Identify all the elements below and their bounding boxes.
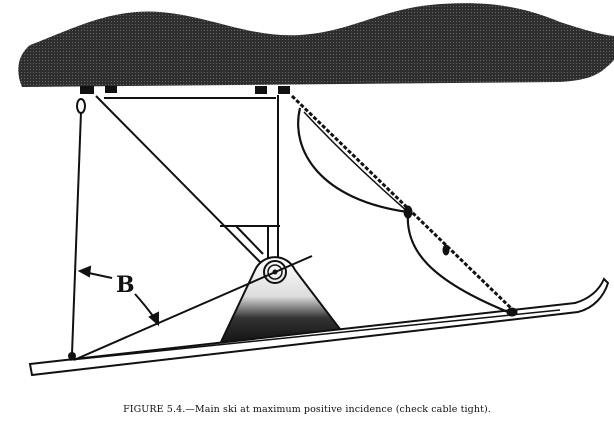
fuselage: [18, 3, 614, 87]
front-check-cable: [71, 111, 82, 355]
ski-pedestal: [218, 256, 345, 346]
rear-cable: [290, 94, 518, 317]
ski-illustration: [18, 3, 614, 377]
callout-label-b: B: [116, 272, 135, 298]
incidence-line: [73, 255, 313, 361]
strut: [95, 95, 280, 263]
ski: [28, 277, 610, 377]
callout-arrows: [77, 265, 159, 327]
figure-caption: FIGURE 5.4.—Main ski at maximum positive…: [123, 404, 491, 415]
